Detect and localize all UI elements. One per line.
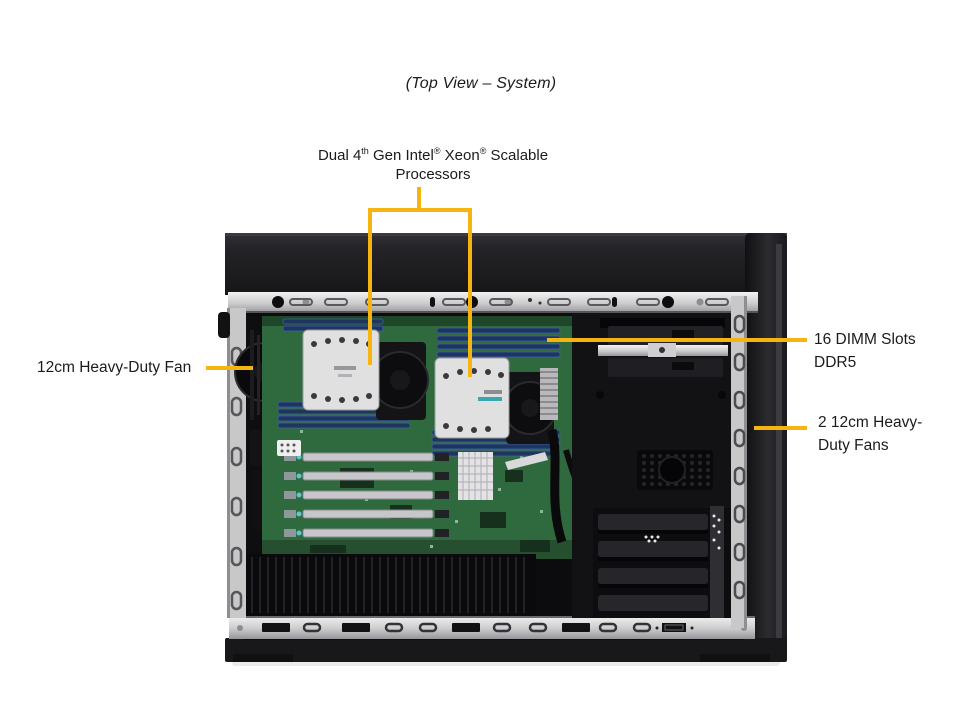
cpu-heatsink-left [302,329,380,411]
label-front-fan: 12cm Heavy-Duty Fan [37,359,192,376]
right-rail [731,296,747,628]
superscript: th [361,146,369,156]
cpu-heatsink-right [434,357,510,439]
chassis-base [225,638,787,662]
figure-caption: (Top View – System) [405,75,557,92]
registered-mark: ® [433,146,441,156]
thumbscrew [218,312,230,338]
label-processors-line1: Dual 4th Gen Intel® Xeon® Scalable [317,146,549,165]
top-rail [228,292,758,313]
drive-bay-area [572,313,733,618]
registered-mark: ® [479,146,487,156]
metal-bracket [505,452,548,470]
dimm-bank-top [436,327,561,358]
hdd-cage [593,506,733,618]
speaker-grille [637,450,713,490]
pcie-slots [284,452,449,538]
vrm-heatsink [540,368,558,420]
cpu-logo-mark [478,397,502,401]
chipset-heatsink [458,452,493,500]
drive-tray-2 [608,358,723,377]
label-processors-line2: Processors [395,166,471,183]
cpu-fan-left [371,342,429,420]
drive-tray-1 [608,326,723,345]
label-processors: Dual 4th Gen Intel® Xeon® Scalable Proce… [263,146,603,184]
label-dimm-slots: 16 DIMM Slots DDR5 [814,331,916,371]
label-rear-fans: 2 12cm Heavy- Duty Fans [818,414,923,454]
power-connector [277,440,301,456]
bottom-rail [229,616,755,639]
motherboard [262,316,603,559]
fin-shroud [246,554,536,616]
callout-lines [206,187,807,430]
chassis-top-cover [225,233,787,295]
